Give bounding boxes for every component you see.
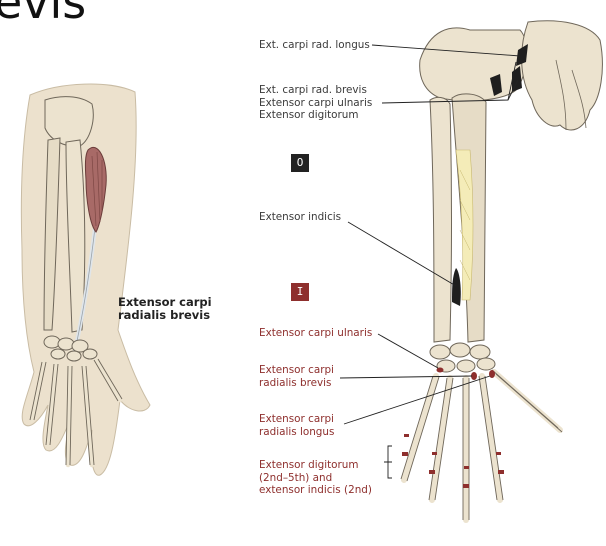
left-radius-bone xyxy=(65,139,86,333)
label-extensor-carpi-radialis-brevis: Extensor carpi radialis brevis xyxy=(259,364,334,389)
insertion-mark-digit-2 xyxy=(402,452,408,456)
page-title: evis xyxy=(0,0,87,29)
left-finger-bones xyxy=(29,357,123,468)
right-radius-bone xyxy=(429,96,452,343)
label-extensor-indicis: Extensor indicis xyxy=(259,211,342,223)
leader-extensor-digitorum xyxy=(384,445,392,479)
leader-ecrb xyxy=(339,375,473,379)
origin-badge: O xyxy=(291,154,309,172)
insertion-mark-ecrb xyxy=(471,372,477,380)
label-ext-carpi-group: Ext. carpi rad. brevis Extensor carpi ul… xyxy=(259,84,373,122)
origin-mark-common-extensor xyxy=(512,66,522,92)
left-carpal-bones xyxy=(43,335,98,362)
inset-elbow-bone xyxy=(521,20,603,131)
insertion-mark-digit-5 xyxy=(498,470,504,474)
insertion-mark-ecu xyxy=(436,367,444,373)
left-muscle-belly xyxy=(84,147,107,233)
insertion-badge: I xyxy=(291,283,309,301)
label-extensor-carpi-radialis-longus: Extensor carpi radialis longus xyxy=(259,413,335,438)
leader-extensor-indicis xyxy=(347,221,457,287)
leader-ext-carpi-rad-longus xyxy=(371,44,521,57)
insertion-mark-ecrl xyxy=(489,370,495,378)
leader-lines xyxy=(339,44,521,479)
insertion-mark-digit-3 xyxy=(429,470,435,474)
leader-ecrl xyxy=(343,375,491,425)
origin-mark-ecrl xyxy=(516,44,528,66)
insertion-mark-digit-4 xyxy=(463,484,469,488)
main-muscle-label: Extensor carpi radialis brevis xyxy=(118,295,212,322)
leader-extensor-carpi-ulnaris xyxy=(377,333,439,369)
origin-mark-lateral-epicondyle xyxy=(490,74,502,96)
right-carpal-bones xyxy=(429,342,496,373)
left-ulna-bone xyxy=(43,137,61,331)
label-extensor-digitorum-indicis: Extensor digitorum (2nd–5th) and extenso… xyxy=(259,459,372,497)
label-ext-carpi-rad-longus: Ext. carpi rad. longus xyxy=(259,39,370,51)
origin-mark-extensor-indicis xyxy=(452,268,461,306)
insertion-marks xyxy=(402,367,504,488)
label-extensor-carpi-ulnaris: Extensor carpi ulnaris xyxy=(259,327,373,339)
